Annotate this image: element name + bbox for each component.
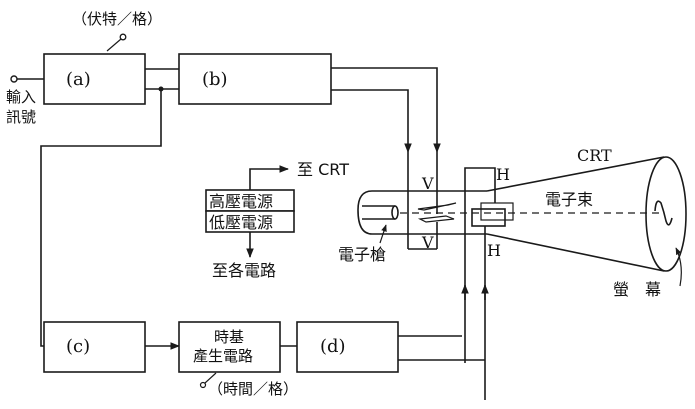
wire-b-v-outer	[331, 67, 441, 153]
crt-neck-rear	[357, 190, 373, 235]
volts-per-div-knob	[119, 33, 127, 41]
volts-per-div-label: （伏特／格）	[72, 10, 162, 28]
lv-supply-label: 低壓電源	[209, 213, 273, 232]
block-a	[43, 53, 146, 105]
crt-screen	[645, 156, 687, 272]
crt-cone-bottom	[486, 233, 665, 272]
v-bottom-label: V	[421, 233, 434, 252]
to-crt-label: 至 CRT	[297, 160, 349, 179]
timebase-label-2: 產生電路	[193, 347, 253, 365]
input-signal-label-1: 輸入	[6, 88, 36, 106]
block-d-label: (d)	[320, 336, 346, 357]
time-knob-pointer	[204, 372, 217, 384]
block-d	[296, 321, 399, 373]
wire-b-v-inner	[331, 89, 412, 153]
screen-label: 螢 幕	[613, 280, 661, 299]
v-plate-bottom	[417, 215, 455, 223]
waveform-trace	[654, 200, 673, 226]
hv-supply-label: 高壓電源	[209, 192, 273, 211]
wire-h-top	[464, 167, 496, 363]
wire-trigger-feed	[40, 89, 162, 347]
block-b	[178, 53, 332, 105]
crt-label: CRT	[577, 146, 612, 165]
input-signal-label-2: 訊號	[6, 108, 36, 126]
h-top-label: H	[496, 165, 510, 184]
h-bottom-label: H	[487, 241, 501, 260]
gun-tip	[391, 205, 399, 220]
electron-gun-label: 電子槍	[338, 245, 386, 264]
block-c	[43, 321, 146, 373]
crt-cone-top	[486, 156, 665, 192]
block-timebase	[178, 321, 281, 373]
v-plate-top	[417, 202, 457, 211]
volts-knob-pointer	[106, 38, 122, 52]
block-a-label: (a)	[66, 69, 91, 90]
time-per-div-knob	[199, 381, 207, 389]
block-c-label: (c)	[66, 336, 90, 357]
electron-beam-label: 電子束	[545, 190, 593, 209]
timebase-label-1: 時基	[214, 328, 244, 346]
block-b-label: (b)	[202, 69, 228, 90]
wire-to-crt	[249, 165, 289, 190]
h-plate-back	[480, 202, 514, 221]
time-per-div-label: （時間／格）	[208, 380, 298, 398]
gun-pointer	[379, 224, 387, 244]
to-circuits-label: 至各電路	[212, 261, 276, 280]
screen-pointer	[675, 247, 682, 287]
h-plate-front	[471, 208, 506, 227]
input-terminal	[10, 75, 18, 83]
v-top-label: V	[421, 174, 434, 193]
